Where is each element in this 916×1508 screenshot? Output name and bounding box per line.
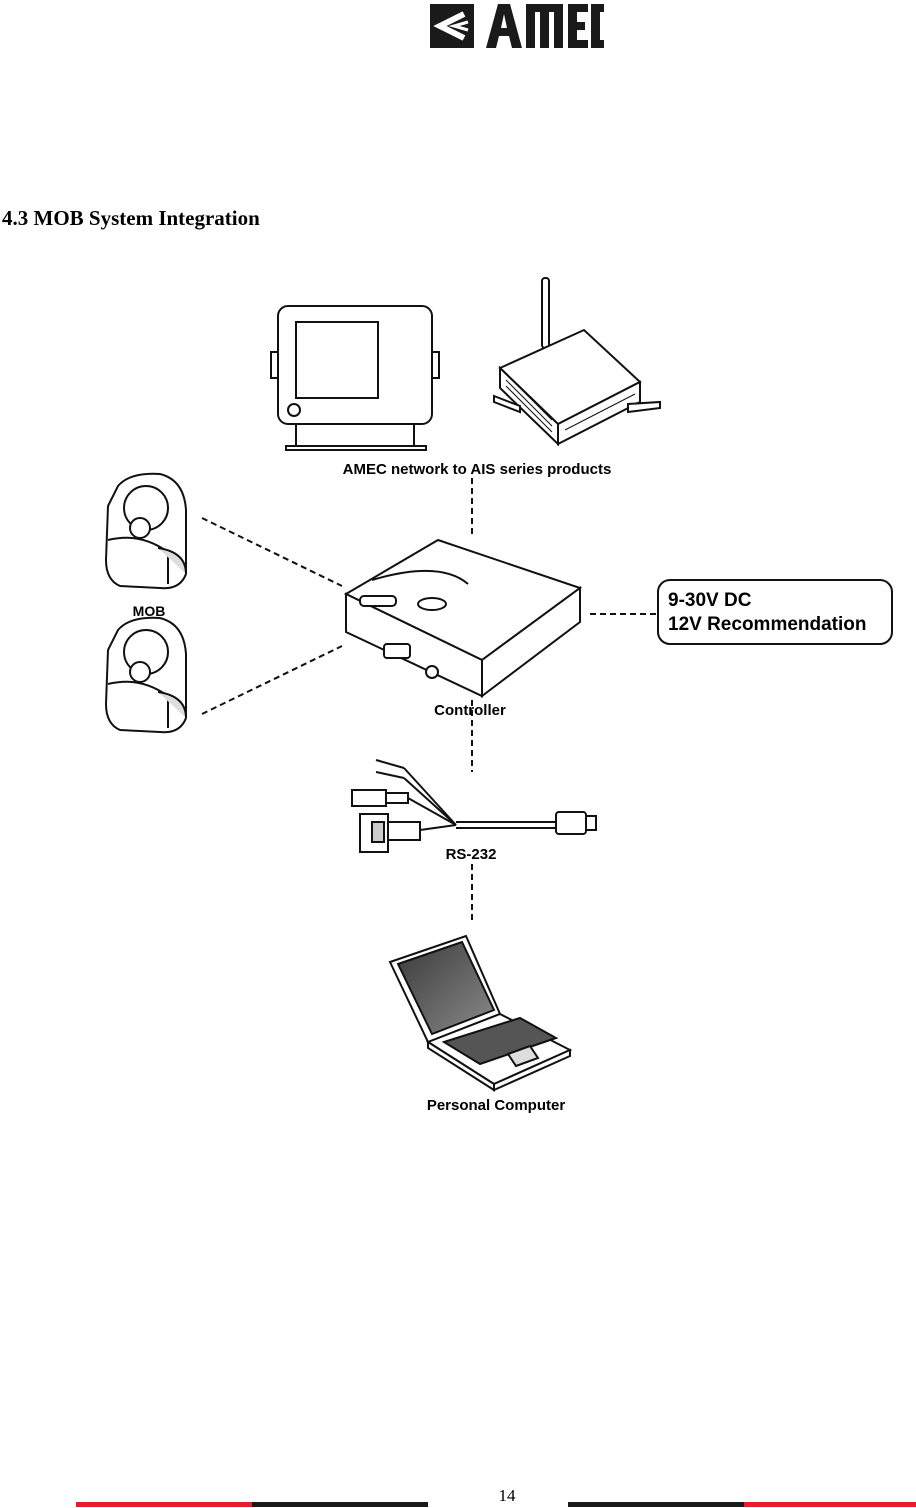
ais-transponder-icon <box>493 277 661 447</box>
mob-device-bottom-icon <box>104 616 187 734</box>
footer-rule-black-right <box>568 1502 744 1507</box>
dashed-connectors <box>201 478 656 924</box>
ais-display-icon <box>270 305 440 451</box>
power-box: 9-30V DC 12V Recommendation <box>657 579 893 645</box>
section-title: 4.3 MOB System Integration <box>2 206 260 230</box>
amec-logo <box>430 4 604 48</box>
rs232-cable-icon <box>351 759 597 853</box>
pc-label: Personal Computer <box>427 1097 566 1114</box>
power-line1: 9-30V DC <box>668 590 752 611</box>
footer-rule-red-right <box>744 1502 916 1507</box>
footer-rule-black-left <box>252 1502 428 1507</box>
controller-label: Controller <box>434 702 506 719</box>
power-line2: 12V Recommendation <box>668 614 867 635</box>
network-label: AMEC network to AIS series products <box>343 461 612 478</box>
page-number: 14 <box>498 1486 516 1505</box>
mob-device-top-icon <box>104 472 187 590</box>
logo-wordmark <box>486 4 604 48</box>
controller-icon <box>343 538 583 699</box>
mob-label: MOB <box>133 603 166 619</box>
footer-rule-red-left <box>76 1502 252 1507</box>
laptop-icon <box>388 934 573 1092</box>
rs232-label: RS-232 <box>446 846 497 863</box>
